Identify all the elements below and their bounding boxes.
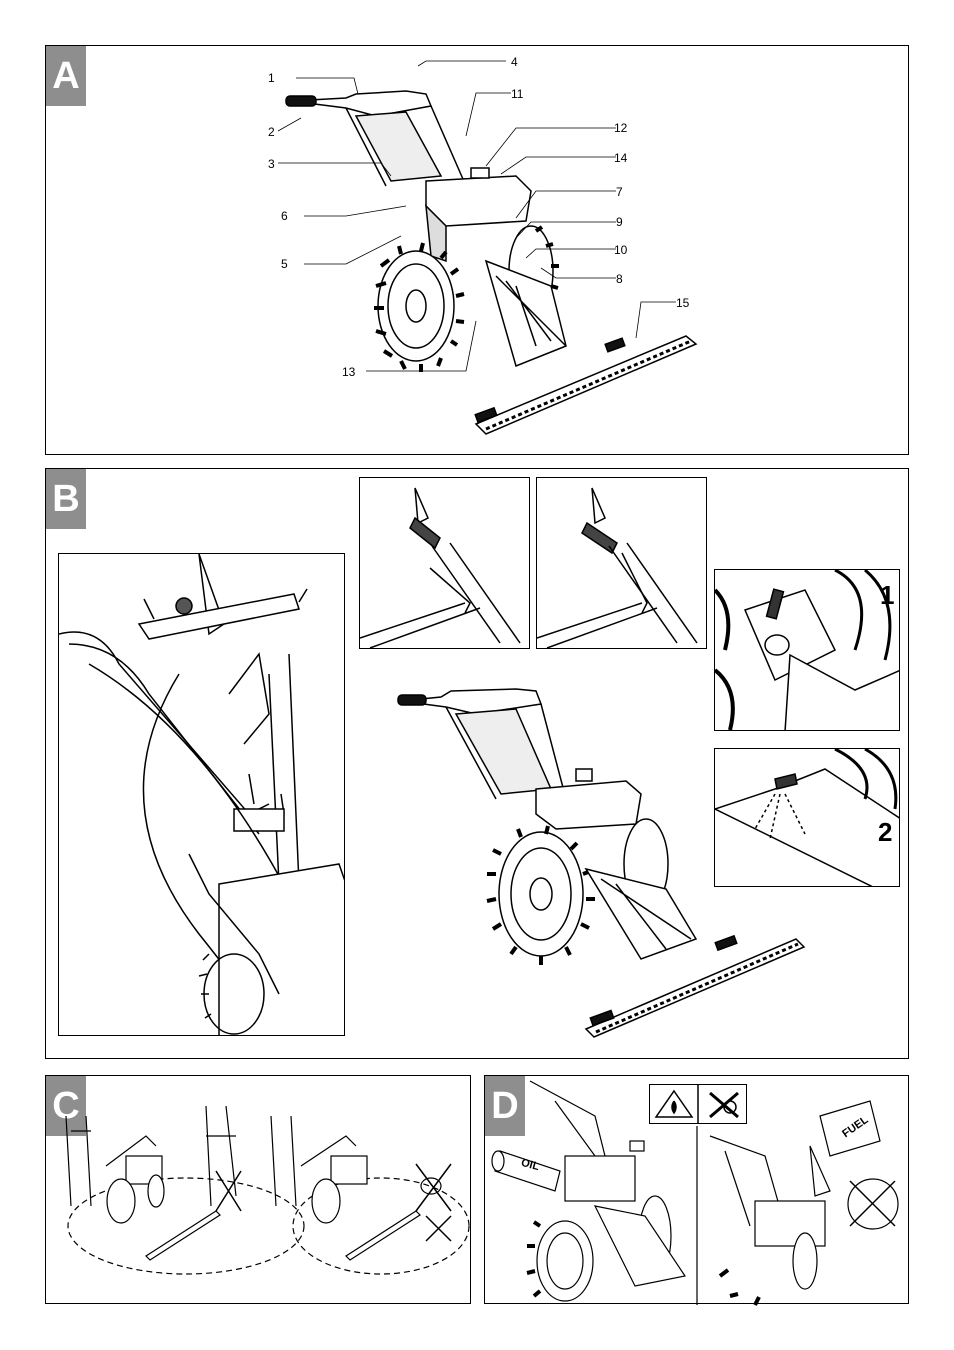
callout-15: 15 (676, 297, 689, 309)
callout-14: 14 (614, 152, 627, 164)
panel-c: C (45, 1075, 471, 1304)
callout-9: 9 (616, 216, 623, 228)
mower-illustration-a (46, 46, 910, 456)
callout-1: 1 (268, 72, 275, 84)
mower-illustration-b (46, 469, 910, 1060)
callout-13: 13 (342, 366, 355, 378)
callout-6: 6 (281, 210, 288, 222)
callout-3: 3 (268, 158, 275, 170)
callout-12: 12 (614, 122, 627, 134)
callout-2: 2 (268, 126, 275, 138)
safety-zone-illustration (46, 1076, 472, 1305)
callout-4: 4 (511, 56, 518, 68)
callout-5: 5 (281, 258, 288, 270)
callout-11: 11 (511, 88, 523, 100)
callout-7: 7 (616, 186, 623, 198)
panel-b: B (45, 468, 909, 1059)
callout-10: 10 (614, 244, 627, 256)
callout-8: 8 (616, 273, 623, 285)
refuel-illustration (485, 1076, 910, 1305)
panel-d: D (484, 1075, 909, 1304)
panel-a: A (45, 45, 909, 455)
